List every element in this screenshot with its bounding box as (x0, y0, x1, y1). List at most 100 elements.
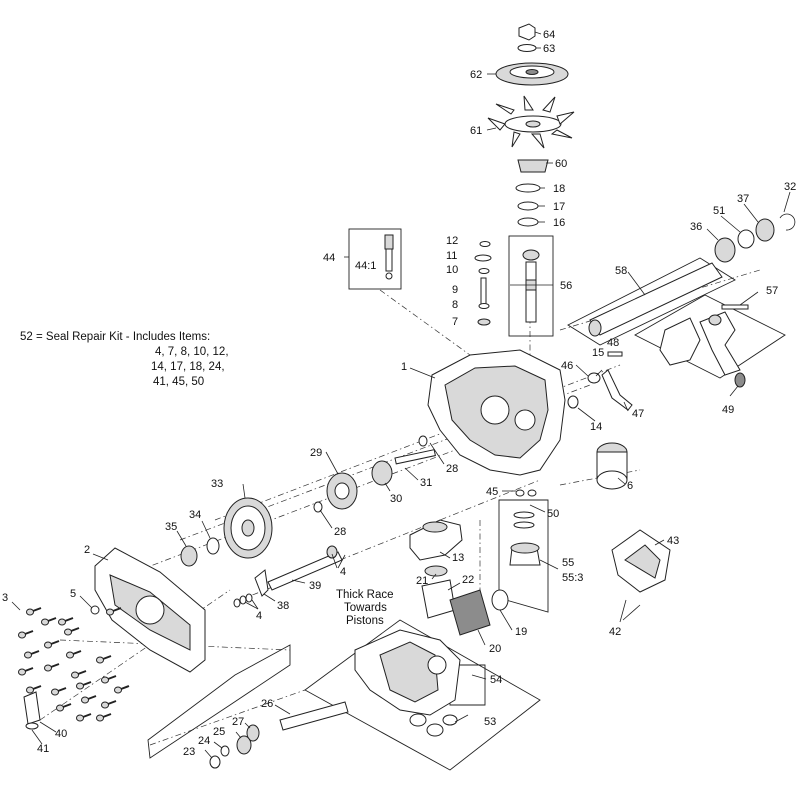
bolt (66, 650, 82, 659)
box-55 (498, 499, 549, 613)
bolt (76, 681, 92, 690)
small-stack (474, 241, 492, 326)
callout-15: 15 (592, 347, 604, 359)
callout-22: 22 (462, 574, 474, 586)
box-cover-bolts (147, 644, 291, 759)
callout-8: 8 (452, 299, 458, 311)
callout-58: 58 (615, 265, 627, 277)
washer-34 (206, 537, 220, 555)
leader-lines (11, 31, 791, 759)
hub-60 (517, 159, 549, 173)
bearing-35 (180, 545, 198, 567)
annotation-line3: Pistons (346, 615, 384, 627)
bolt (81, 695, 97, 704)
box-58 (567, 257, 736, 346)
callout-5: 5 (70, 588, 76, 600)
kit-note-line1: 52 = Seal Repair Kit - Includes Items: (20, 331, 210, 343)
bolt (26, 685, 42, 694)
bolt (106, 607, 122, 616)
trunnion-13 (409, 519, 463, 561)
shaft-group-39 (233, 545, 343, 608)
kit-note-line4: 41, 45, 50 (153, 376, 204, 388)
valve-55 (509, 489, 541, 566)
callout-19: 19 (515, 626, 527, 638)
callout-17: 17 (553, 201, 565, 213)
valve-44 (384, 234, 394, 280)
annotation-line2: Towards (344, 602, 387, 614)
callout-7: 7 (452, 316, 458, 328)
gear-train (180, 435, 436, 567)
callout-49: 49 (722, 404, 734, 416)
bolt (56, 703, 72, 712)
pinion-30 (371, 460, 393, 486)
bolt (51, 687, 67, 696)
axle-group (588, 213, 796, 337)
bolt (71, 670, 87, 679)
cover-2 (90, 547, 206, 673)
filter-6 (596, 442, 628, 490)
top-stack (487, 23, 575, 227)
bolt (58, 617, 74, 626)
callout-13: 13 (452, 552, 464, 564)
callout-21: 21 (416, 575, 428, 587)
callout-9: 9 (452, 284, 458, 296)
callout-6: 6 (627, 480, 633, 492)
group-boxes (147, 228, 786, 771)
block-20 (449, 589, 491, 636)
seal-kit-note: 52 = Seal Repair Kit - Includes Items: 4… (20, 331, 229, 388)
callout-2: 2 (84, 544, 90, 556)
callout-35: 35 (165, 521, 177, 533)
bolt (114, 685, 130, 694)
callout-61: 61 (470, 125, 482, 137)
callout-36: 36 (690, 221, 702, 233)
callout-28a: 28 (446, 463, 458, 475)
callout-45: 45 (486, 486, 498, 498)
callout-43: 43 (667, 535, 679, 547)
callout-18: 18 (553, 183, 565, 195)
bolt (64, 627, 80, 636)
box-57 (634, 294, 786, 379)
callout-46: 46 (561, 360, 573, 372)
callout-55-3: 55:3 (562, 572, 583, 584)
callout-24: 24 (198, 735, 210, 747)
center-section-53 (354, 629, 461, 737)
annotation-line1: Thick Race (336, 589, 394, 601)
bolt (24, 650, 40, 659)
washer-24 (220, 745, 230, 757)
callout-37: 37 (737, 193, 749, 205)
callout-54: 54 (490, 674, 502, 686)
bearing-21 (424, 565, 448, 577)
callout-38: 38 (277, 600, 289, 612)
nut-64 (518, 23, 536, 41)
ring-16 (517, 217, 539, 227)
callout-44: 44 (323, 252, 335, 264)
callout-42: 42 (609, 626, 621, 638)
callout-23: 23 (183, 746, 195, 758)
callout-33: 33 (211, 478, 223, 490)
bolt (101, 675, 117, 684)
housing-1 (427, 349, 579, 476)
bolt (18, 630, 34, 639)
callout-10: 10 (446, 264, 458, 276)
callout-56: 56 (560, 280, 572, 292)
bolt (96, 713, 112, 722)
kit-note-line2: 4, 7, 8, 10, 12, (155, 346, 229, 358)
callout-62: 62 (470, 69, 482, 81)
kit-note-line3: 14, 17, 18, 24, (151, 361, 225, 373)
callout-16: 16 (553, 217, 565, 229)
callout-11: 11 (446, 250, 457, 262)
box-53 (304, 619, 541, 771)
bolt (26, 607, 42, 616)
callout-12: 12 (446, 235, 458, 247)
callout-63: 63 (543, 43, 555, 55)
bolt (101, 700, 117, 709)
bolt (44, 663, 60, 672)
bolt (18, 667, 34, 676)
output-group (209, 701, 349, 769)
callout-34: 34 (189, 509, 201, 521)
callout-3: 3 (2, 592, 8, 604)
callout-40: 40 (55, 728, 67, 740)
box-44 (348, 228, 402, 290)
shaft-26 (279, 701, 349, 731)
